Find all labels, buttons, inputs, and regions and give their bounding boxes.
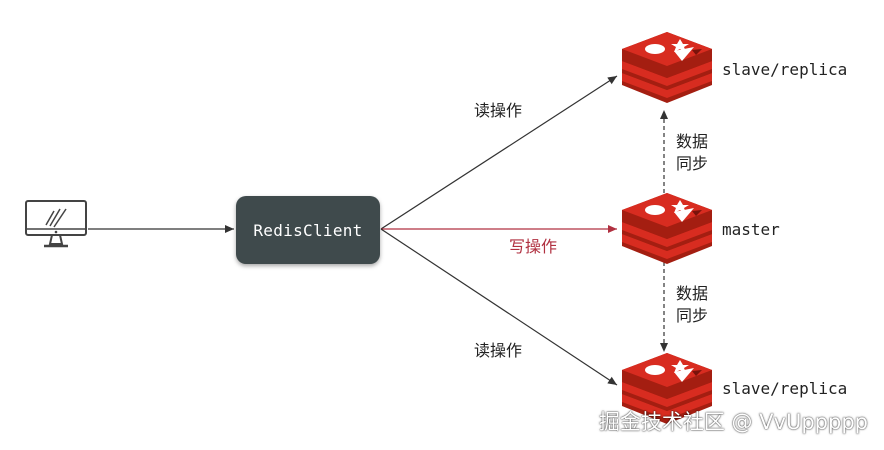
write-label: 写操作 xyxy=(509,237,558,256)
sync-label-bottom-line1: 数据 xyxy=(676,284,709,303)
redis-logo-replica-top xyxy=(622,32,712,103)
edge-client-to-replica-bottom xyxy=(380,228,618,386)
redis-logo-master xyxy=(622,193,712,264)
watermark: 掘金技术社区 @ VvUppppp xyxy=(598,410,868,434)
replica-top-label: slave/replica xyxy=(722,60,848,79)
edge-client-to-replica-top xyxy=(380,75,618,230)
sync-label-top: 数据 同步 xyxy=(676,131,708,175)
redis-client-label: RedisClient xyxy=(253,220,363,240)
master-label: master xyxy=(722,220,780,239)
replica-bottom-label: slave/replica xyxy=(722,379,848,398)
redis-client-box: RedisClient xyxy=(236,196,380,264)
computer-icon xyxy=(25,200,87,248)
sync-label-bottom-line2: 同步 xyxy=(676,306,709,325)
sync-label-top-line2: 同步 xyxy=(676,154,709,173)
read-label-bottom: 读操作 xyxy=(474,341,523,360)
sync-label-top-line1: 数据 xyxy=(676,132,709,151)
read-label-top: 读操作 xyxy=(474,101,523,120)
sync-label-bottom: 数据 同步 xyxy=(676,283,708,327)
